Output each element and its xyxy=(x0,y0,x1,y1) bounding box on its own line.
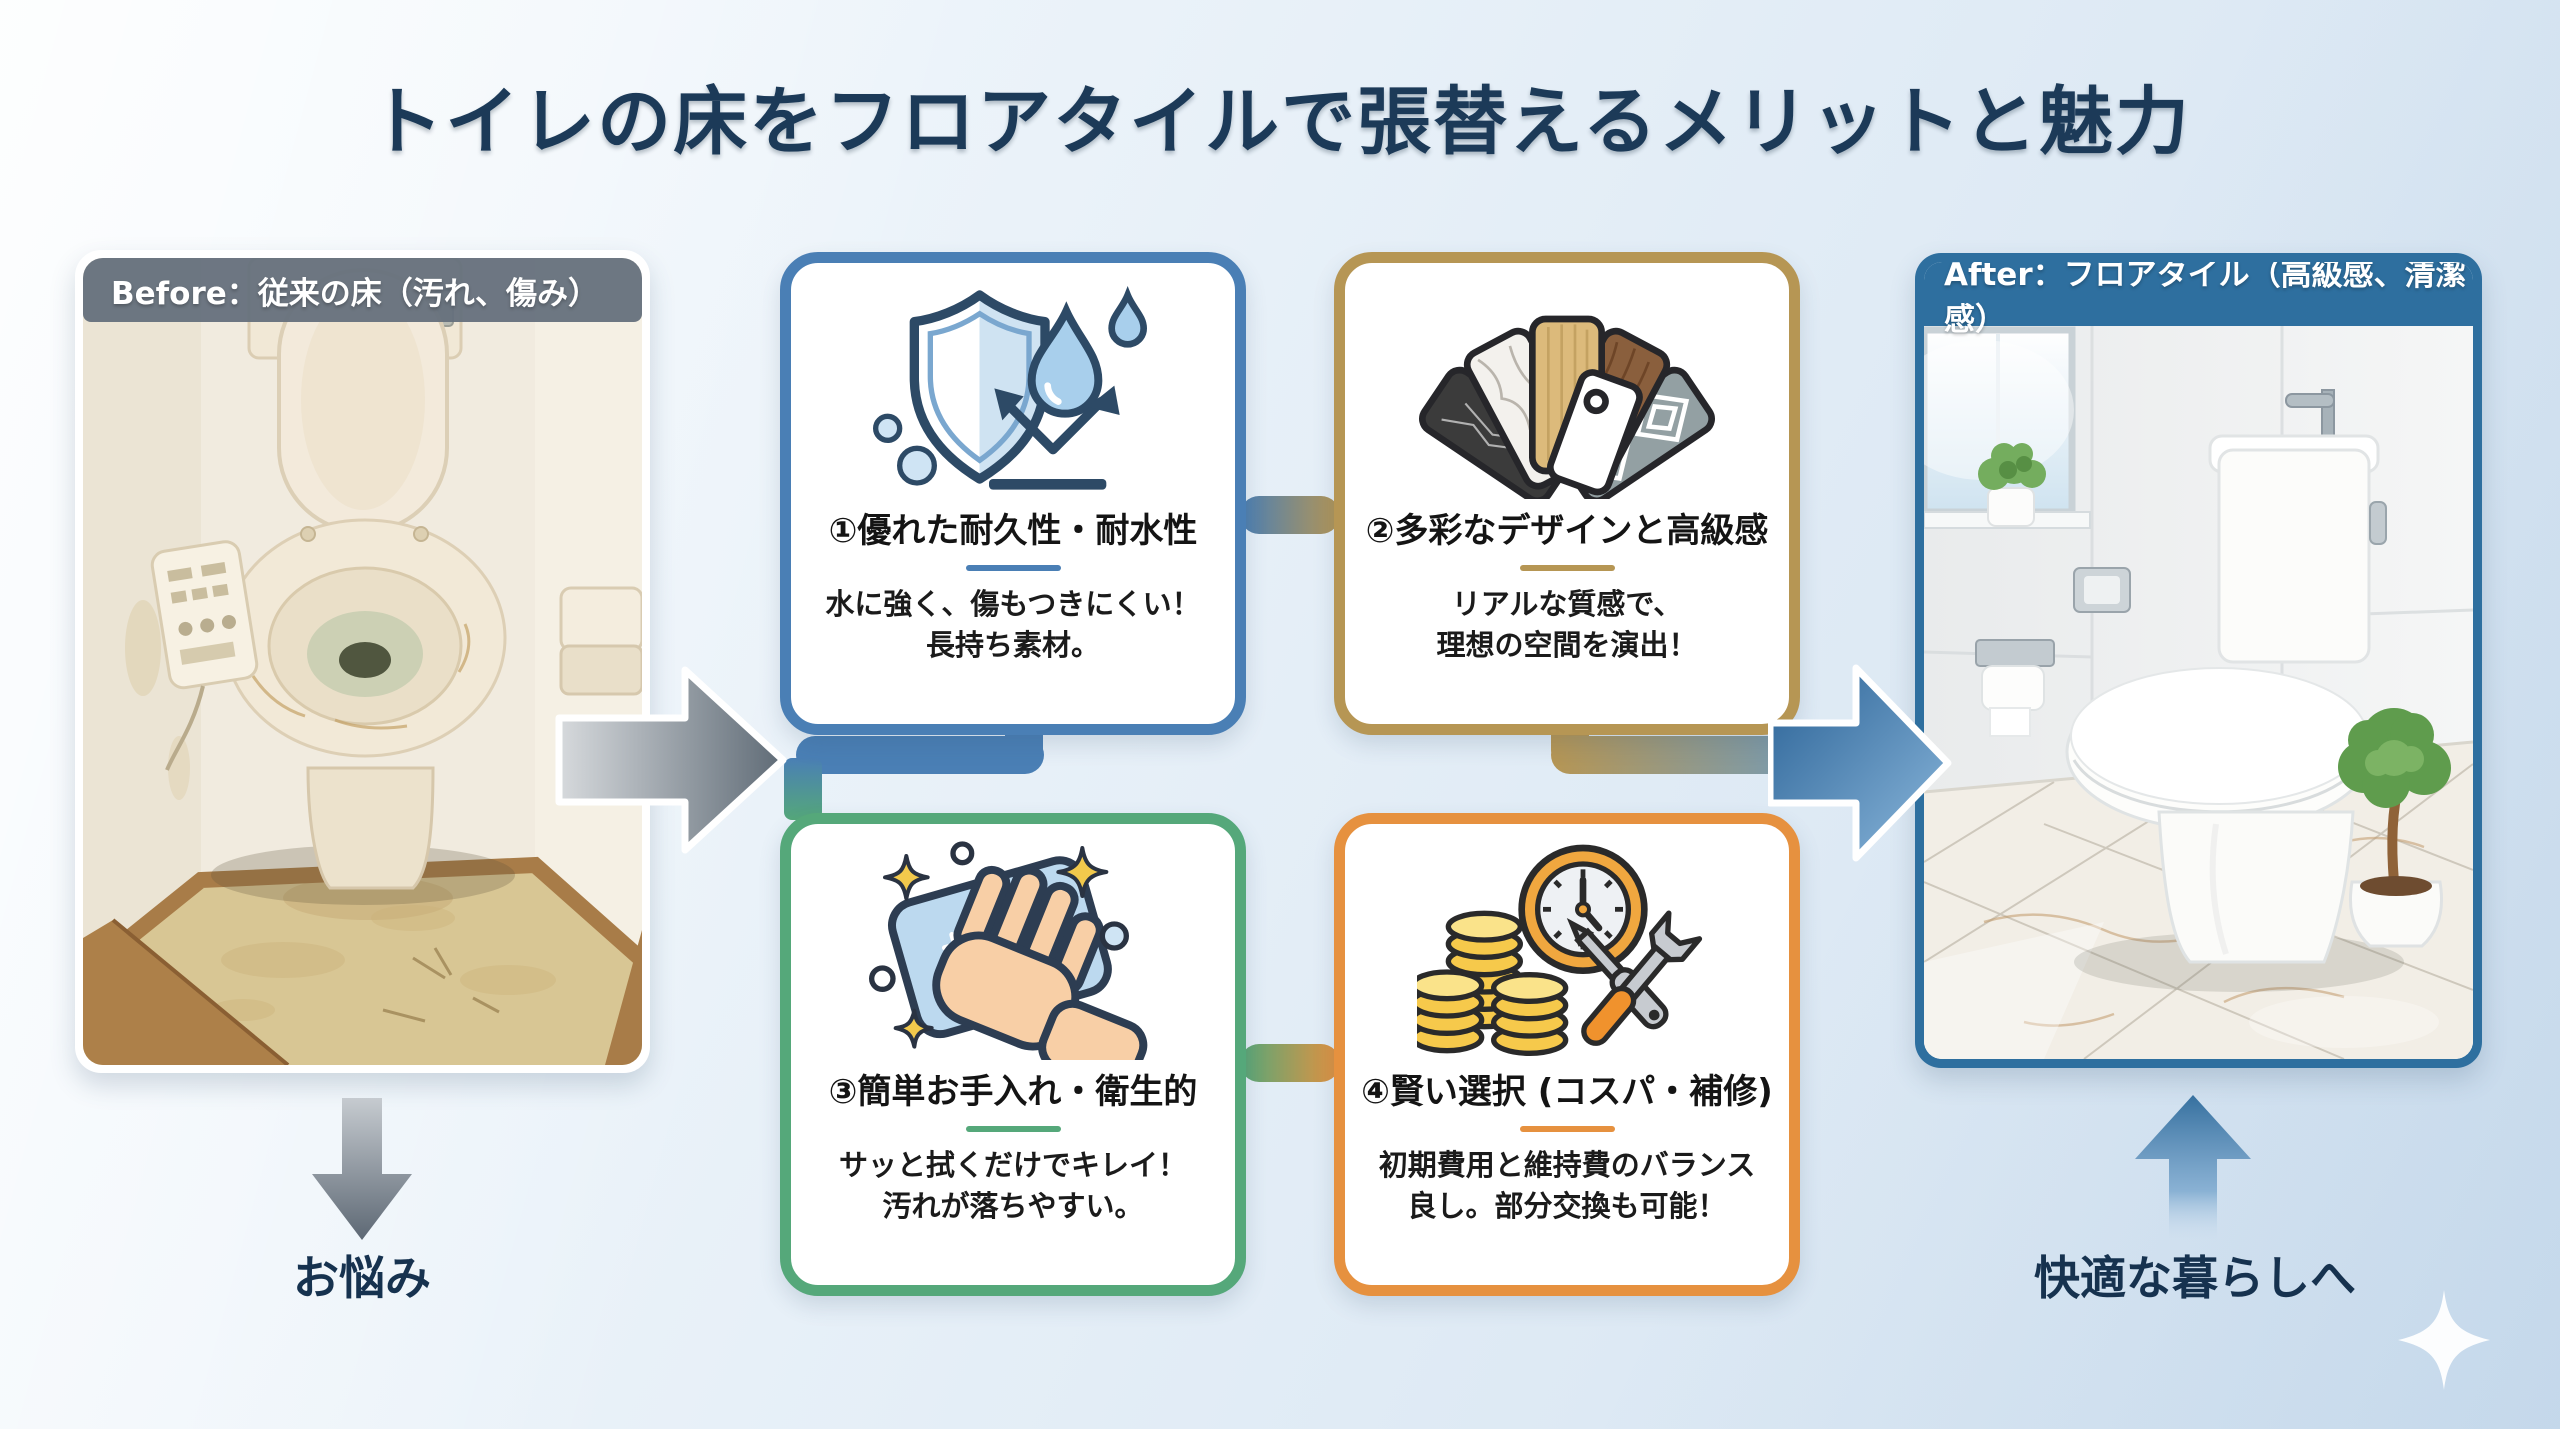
card2-desc-line2: 理想の空間を演出！ xyxy=(1436,628,1698,663)
old-toilet-photo-illustration xyxy=(83,258,642,1065)
before-header: Before：従来の床（汚れ、傷み） xyxy=(83,258,642,322)
card2-title: ②多彩なデザインと高級感 xyxy=(1365,511,1769,551)
design-swatch-fan-icon xyxy=(1419,315,1715,499)
card1-divider xyxy=(965,565,1061,571)
down-arrow-icon xyxy=(312,1098,412,1240)
page-title: トイレの床をフロアタイルで張替えるメリットと魅力 xyxy=(369,79,2191,165)
connector-card1-card3-horizontal xyxy=(796,736,1044,774)
sparkle-icon xyxy=(2398,1290,2490,1390)
card3-title: ③簡単お手入れ・衛生的 xyxy=(828,1072,1198,1112)
benefit-card-smart-choice: ④賢い選択 (コスパ・補修) 初期費用と維持費のバランス 良し。部分交換も可能！ xyxy=(1334,813,1800,1296)
card4-title: ④賢い選択 (コスパ・補修) xyxy=(1361,1072,1773,1112)
card1-desc-line2: 長持ち素材。 xyxy=(925,628,1100,663)
up-arrow-icon xyxy=(2135,1095,2251,1243)
card1-desc-line1: 水に強く、傷もつきにくい！ xyxy=(825,587,1201,621)
cleaning-wipe-hand-icon xyxy=(869,841,1148,1060)
benefit-card-easy-clean: ③簡単お手入れ・衛生的 サッと拭くだけでキレイ！ 汚れが落ちやすい。 xyxy=(780,813,1246,1296)
small-plant xyxy=(1978,443,2046,527)
after-photo-card: After：フロアタイル（高級感、清潔感） xyxy=(1915,253,2482,1068)
card1-title: ①優れた耐久性・耐水性 xyxy=(828,511,1198,551)
before-photo-frame: Before：従来の床（汚れ、傷み） xyxy=(83,258,642,1065)
card2-divider xyxy=(1519,565,1615,571)
card3-desc-line2: 汚れが落ちやすい。 xyxy=(882,1189,1144,1224)
blue-flow-arrow-icon xyxy=(1768,664,1952,862)
connector-card1-card2 xyxy=(1240,496,1340,534)
card4-desc-line2: 良し。部分交換も可能！ xyxy=(1407,1189,1727,1224)
card3-desc-line1: サッと拭くだけでキレイ！ xyxy=(838,1148,1187,1182)
shield-waterdrop-icon xyxy=(873,286,1148,490)
benefit-card-design: ②多彩なデザインと高級感 リアルな質感で、 理想の空間を演出！ xyxy=(1334,252,1800,735)
after-caption: 快適な暮らしへ xyxy=(2034,1251,2356,1305)
gray-flow-arrow-icon xyxy=(555,666,787,854)
card4-desc-line1: 初期費用と維持費のバランス xyxy=(1378,1148,1756,1182)
after-header: After：フロアタイル（高級感、清潔感） xyxy=(1924,262,2473,338)
before-caption: お悩み xyxy=(293,1251,431,1305)
benefit-card-durability: ①優れた耐久性・耐水性 水に強く、傷もつきにくい！ 長持ち素材。 xyxy=(780,252,1246,735)
after-photo-frame: After：フロアタイル（高級感、清潔感） xyxy=(1924,262,2473,1059)
after-photo xyxy=(1924,322,2473,1059)
coins-clock-tools-icon xyxy=(1417,844,1703,1056)
new-toilet-photo-illustration xyxy=(1924,322,2473,1059)
potted-tree xyxy=(2338,708,2451,948)
before-photo-card: Before：従来の床（汚れ、傷み） xyxy=(75,250,650,1073)
card4-divider xyxy=(1519,1126,1615,1132)
card3-divider xyxy=(965,1126,1061,1132)
connector-card3-up xyxy=(784,758,822,820)
card2-desc-line1: リアルな質感で、 xyxy=(1451,587,1683,621)
before-photo xyxy=(83,258,642,1065)
connector-card3-card4 xyxy=(1240,1044,1340,1082)
